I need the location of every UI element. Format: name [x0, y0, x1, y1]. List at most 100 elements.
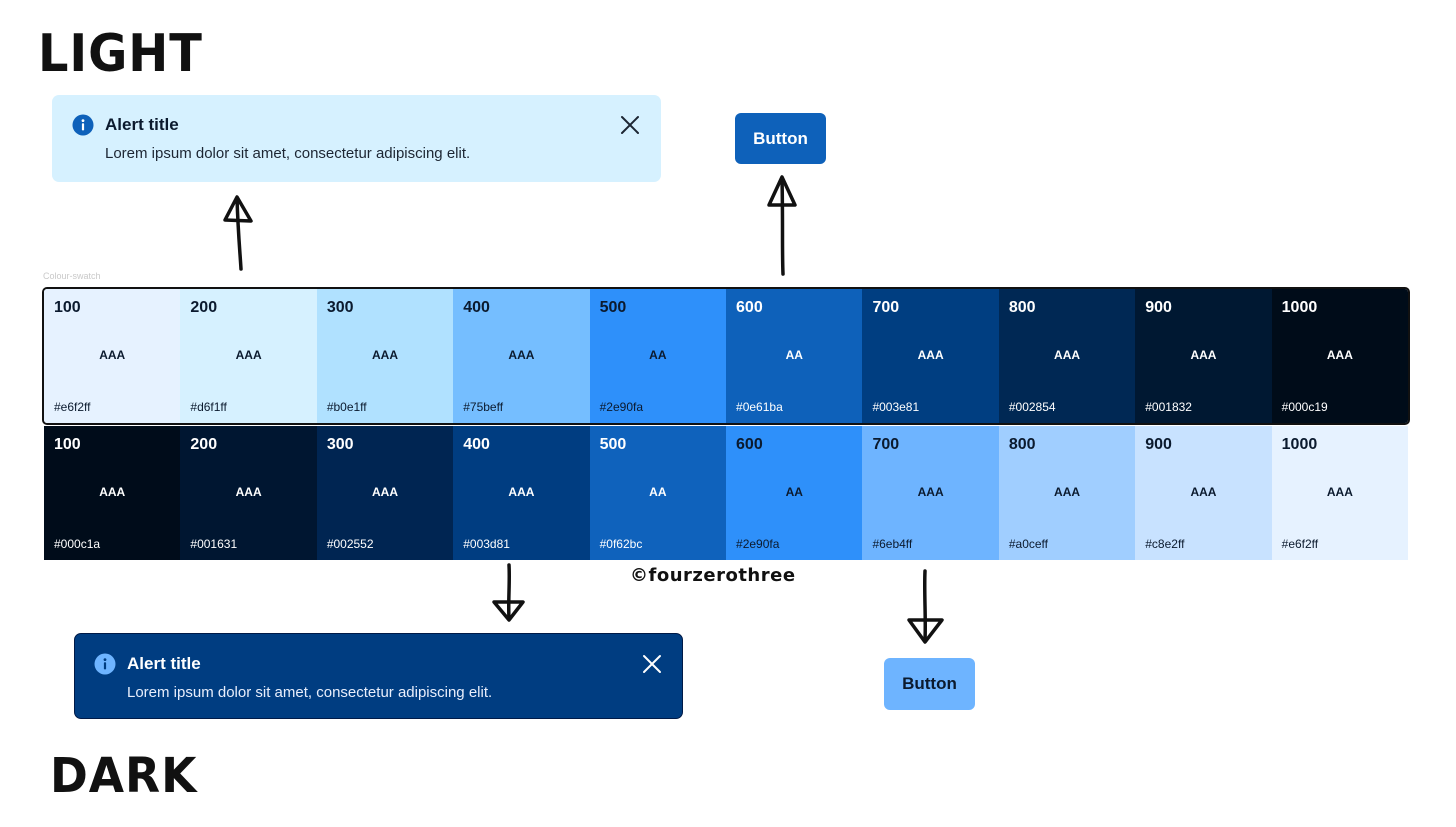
swatch-hex: #001832 [1145, 400, 1192, 414]
swatch-hex: #b0e1ff [326, 400, 367, 414]
swatch-hex: #003d81 [463, 537, 510, 551]
swatch-hex: #003e81 [872, 400, 920, 414]
swatch-step: 400 [463, 436, 490, 453]
swatch-step: 800 [1008, 299, 1036, 316]
swatch-step: 100 [54, 436, 81, 453]
swatch-step: 1000 [1281, 436, 1318, 453]
swatch-hex: #001631 [190, 537, 238, 551]
swatch-step: 500 [599, 299, 627, 316]
contrast-rating: AA [649, 485, 667, 499]
swatch-step: 1000 [1281, 299, 1318, 316]
swatch-hex: #000c19 [1281, 400, 1328, 414]
author-signature: ©fourzerothree [630, 565, 796, 586]
arrow-up-icon [767, 175, 797, 276]
swatch-step: 800 [1008, 436, 1036, 453]
swatch-hex: #002552 [326, 537, 374, 551]
dark-alert: Alert title Lorem ipsum dolor sit amet, … [74, 633, 683, 719]
alert-title: Alert title [127, 654, 201, 673]
contrast-rating: AAA [235, 348, 262, 362]
contrast-rating: AAA [99, 485, 126, 499]
contrast-rating: AAA [372, 485, 399, 499]
swatch-hex: #000c1a [54, 537, 101, 551]
light-alert: Alert title Lorem ipsum dolor sit amet, … [52, 95, 661, 182]
light-primary-button[interactable]: Button [735, 113, 826, 164]
arrow-down-icon [907, 569, 944, 644]
contrast-rating: AA [785, 348, 803, 362]
contrast-rating: AAA [99, 348, 126, 362]
contrast-rating: AA [785, 485, 803, 499]
swatch-hex: #2e90fa [736, 537, 780, 551]
contrast-rating: AAA [917, 348, 944, 362]
swatch-step: 900 [1145, 436, 1172, 453]
swatch-hex: #6eb4ff [872, 537, 913, 551]
swatch-hex: #002854 [1008, 400, 1056, 414]
swatch-step: 300 [326, 299, 354, 316]
swatch-hex: #0e61ba [736, 400, 783, 414]
swatch-hex: #a0ceff [1008, 537, 1048, 551]
contrast-rating: AAA [235, 485, 262, 499]
alert-message: Lorem ipsum dolor sit amet, consectetur … [127, 684, 493, 701]
contrast-rating: AAA [1190, 348, 1217, 362]
swatch-hex: #e6f2ff [1281, 537, 1319, 551]
info-icon [72, 114, 94, 136]
contrast-rating: AAA [1054, 348, 1081, 362]
swatch-step: 700 [872, 299, 900, 316]
swatch-step: 600 [736, 299, 763, 316]
swatch-hex: #75beff [463, 400, 504, 414]
info-icon [94, 653, 116, 675]
close-icon[interactable] [620, 115, 640, 135]
swatch-hex: #2e90fa [599, 400, 644, 414]
contrast-rating: AAA [1190, 485, 1217, 499]
contrast-rating: AAA [1326, 485, 1353, 499]
contrast-rating: AAA [508, 485, 535, 499]
swatch-step: 400 [463, 299, 490, 316]
swatch-hex: #e6f2ff [54, 400, 91, 414]
swatch-hex: #0f62bc [599, 537, 643, 551]
swatch-step: 100 [54, 299, 81, 316]
arrow-down-icon [492, 563, 525, 622]
contrast-rating: AAA [917, 485, 944, 499]
contrast-rating: AAA [1054, 485, 1081, 499]
alert-title: Alert title [105, 115, 179, 134]
contrast-rating: AAA [1326, 348, 1353, 362]
swatch-step: 500 [599, 436, 627, 453]
swatch-step: 600 [736, 436, 763, 453]
close-icon[interactable] [642, 654, 662, 674]
swatch-step: 300 [326, 436, 354, 453]
contrast-rating: AAA [508, 348, 535, 362]
swatch-step: 900 [1145, 299, 1172, 316]
contrast-rating: AA [649, 348, 667, 362]
swatch-step: 200 [190, 436, 218, 453]
swatch-step: 200 [190, 299, 218, 316]
dark-theme-label: DARK [50, 748, 198, 804]
alert-message: Lorem ipsum dolor sit amet, consectetur … [105, 145, 471, 162]
arrow-up-icon [223, 195, 253, 271]
contrast-rating: AAA [372, 348, 399, 362]
light-theme-label: LIGHT [38, 24, 203, 84]
dark-primary-button[interactable]: Button [884, 658, 975, 710]
swatch-step: 700 [872, 436, 900, 453]
swatch-hex: #c8e2ff [1145, 537, 1185, 551]
